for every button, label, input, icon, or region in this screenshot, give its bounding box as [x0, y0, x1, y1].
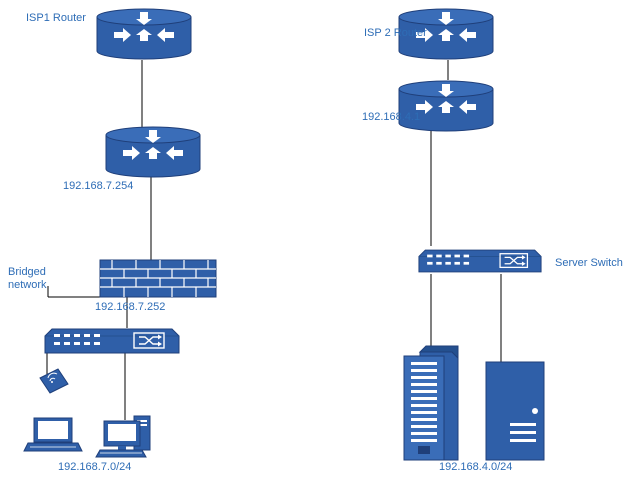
isp1-router-icon: [96, 8, 192, 60]
isp2-router-ip-label: 192.168.4.1: [362, 111, 421, 123]
firewall-icon: [99, 259, 217, 298]
bridged-network-label: Bridged network: [8, 266, 47, 291]
isp2-router-label: ISP 2 Router: [364, 27, 427, 39]
isp1-router-label: ISP1 Router: [26, 12, 86, 24]
client-subnet-label: 192.168.7.0/24: [58, 461, 132, 473]
router-icon: [105, 126, 201, 178]
server-subnet-label: 192.168.4.0/24: [439, 461, 513, 473]
links: [46, 60, 502, 420]
laptop-icon: [23, 417, 83, 452]
workstation-icon: [95, 415, 151, 458]
server-switch-icon: [418, 249, 542, 273]
firewall-ip-label: 192.168.7.252: [95, 301, 166, 313]
rack-server-icon: [403, 345, 459, 461]
client-switch-icon: [44, 328, 180, 354]
server-tower-icon: [485, 361, 545, 461]
isp1-router-ip-label: 192.168.7.254: [63, 180, 134, 192]
wireless-ap-icon: [39, 368, 69, 394]
server-switch-label: Server Switch: [555, 257, 623, 269]
